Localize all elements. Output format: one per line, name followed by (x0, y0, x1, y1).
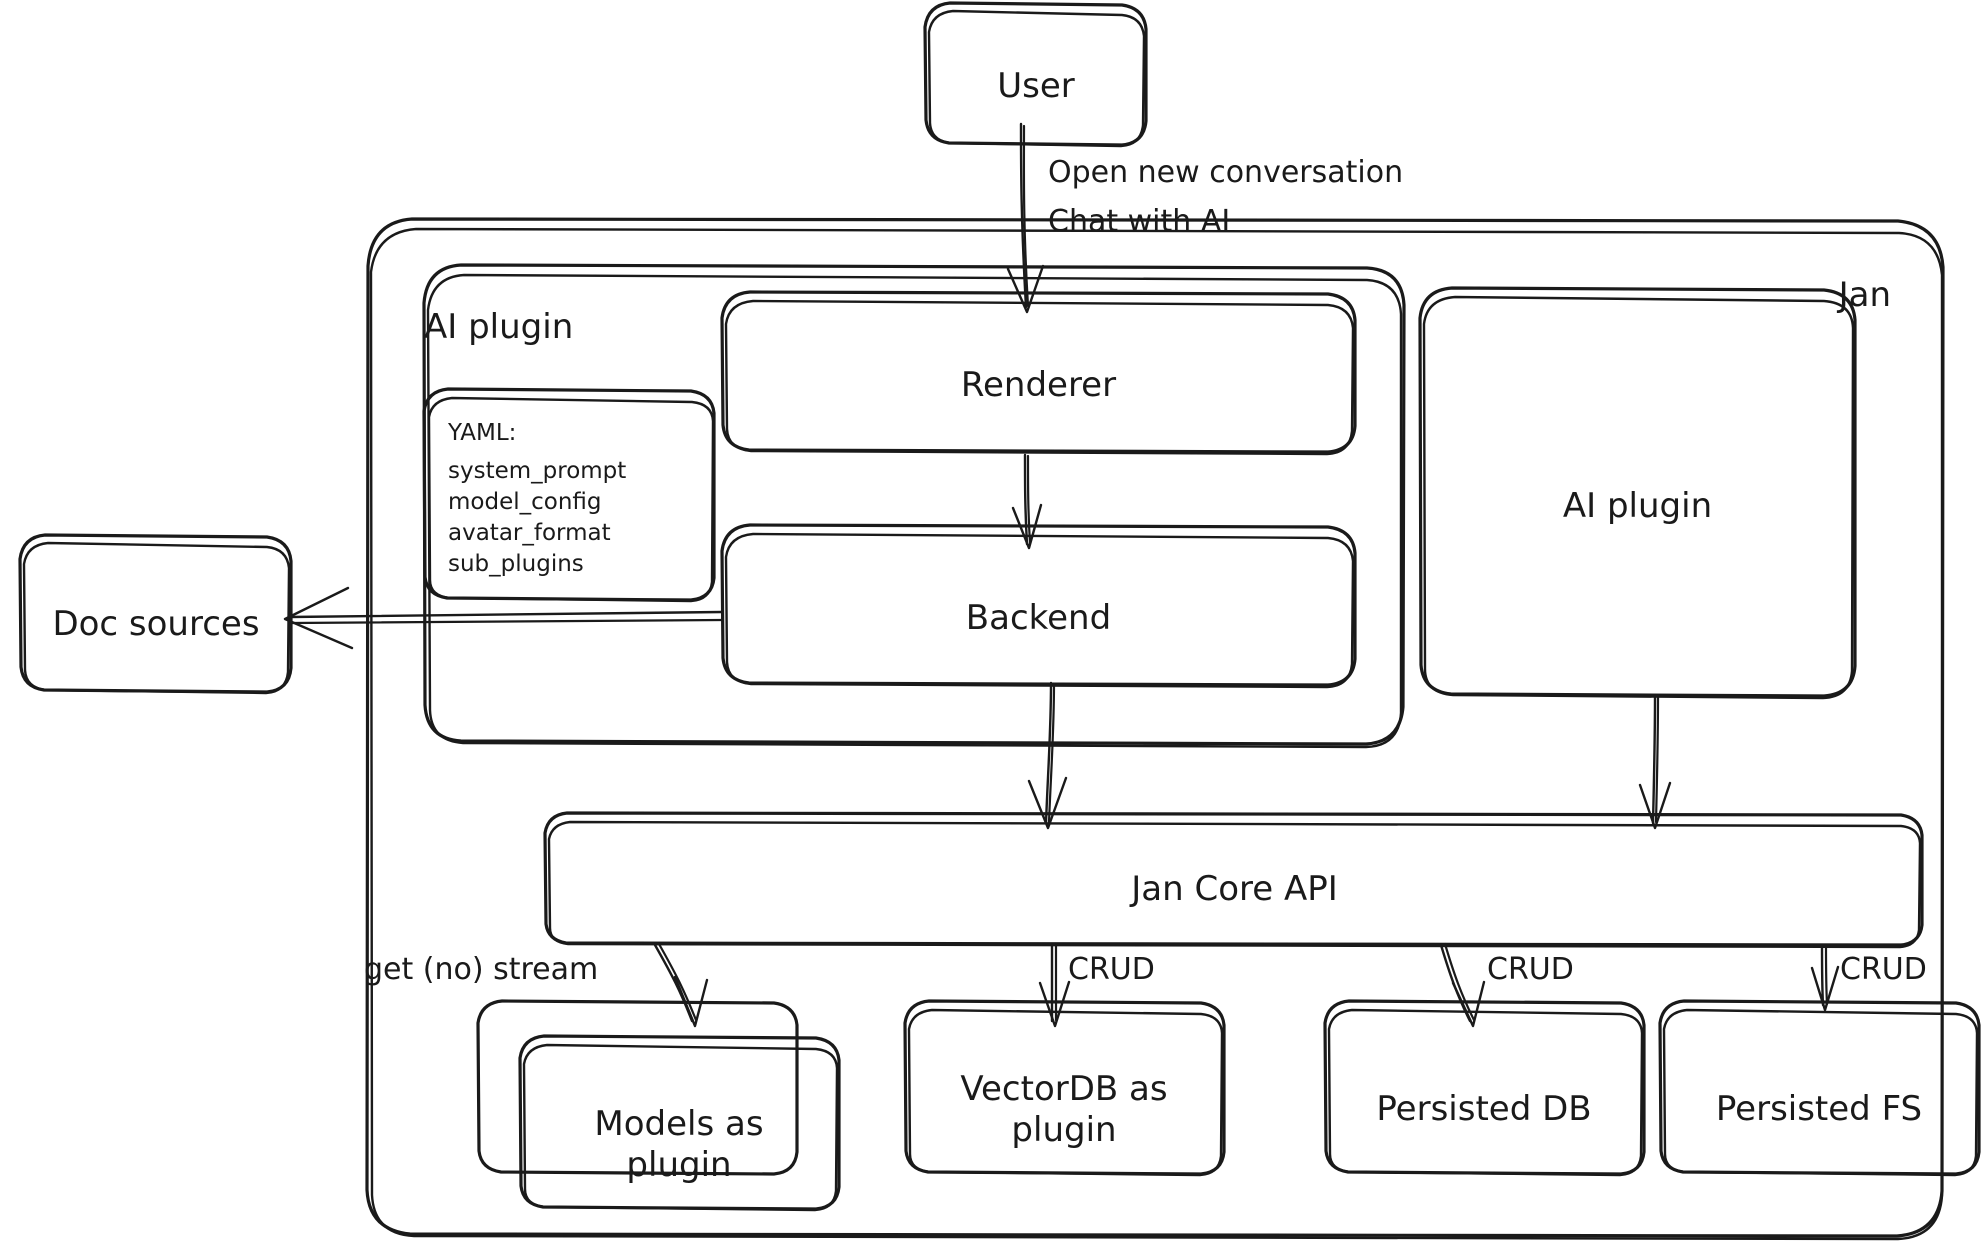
edge-label-crud-vectordb: CRUD (1068, 952, 1155, 987)
edge-ai-plugin-to-core-api (1638, 693, 1672, 830)
node-models-as-plugin-label: Models as plugin (594, 1104, 764, 1185)
node-models-outer-border (476, 999, 799, 1176)
edge-core-api-to-vectordb (1038, 943, 1071, 1028)
node-persisted-db-border (1323, 999, 1646, 1177)
group-jan-label: Jan (1838, 275, 1891, 315)
node-user-label: User (997, 65, 1075, 106)
edge-backend-to-doc-sources (283, 586, 724, 650)
node-backend-label: Backend (965, 597, 1112, 638)
edge-user-to-renderer (1006, 122, 1045, 314)
edge-label-open-new-conversation: Open new conversation (1048, 155, 1404, 190)
edge-label-crud-persisted-db: CRUD (1487, 952, 1574, 987)
note-yaml-key-model-config: model_config (448, 489, 602, 515)
note-yaml-border (422, 387, 716, 603)
note-yaml-key-sub-plugins: sub_plugins (448, 551, 584, 577)
node-persisted-fs-label: Persisted FS (1715, 1089, 1923, 1130)
group-ai-plugin-border (422, 263, 1406, 749)
node-doc-sources-label: Doc sources (52, 604, 260, 645)
edge-core-api-to-persisted-db (1439, 942, 1486, 1028)
node-vectordb-as-plugin-label: VectorDB as plugin (960, 1069, 1168, 1150)
edge-label-crud-persisted-fs: CRUD (1840, 952, 1927, 987)
node-ai-plugin-border (1418, 286, 1857, 700)
group-jan-border (365, 217, 1945, 1241)
edge-core-api-to-models (653, 942, 709, 1028)
node-vectordb-as-plugin-border (903, 999, 1226, 1177)
edge-label-chat-with-ai: Chat with AI (1048, 204, 1231, 239)
note-yaml-key-avatar-format: avatar_format (448, 520, 611, 546)
node-persisted-db-label: Persisted DB (1376, 1089, 1592, 1130)
edge-core-api-to-persisted-fs (1810, 943, 1840, 1012)
edge-backend-to-core-api (1027, 681, 1068, 830)
note-yaml-title: YAML: (448, 420, 517, 446)
edge-renderer-to-backend (1011, 453, 1043, 550)
node-ai-plugin-label: AI plugin (1562, 485, 1713, 526)
node-renderer-border (720, 290, 1357, 456)
edge-label-get-no-stream: get (no) stream (364, 952, 599, 987)
node-backend-border (720, 523, 1357, 689)
note-yaml-key-system-prompt: system_prompt (448, 458, 627, 484)
node-jan-core-api-label: Jan Core API (1131, 868, 1338, 909)
node-renderer-label: Renderer (960, 364, 1117, 405)
node-user-border (923, 1, 1148, 148)
group-ai-plugin-label: AI plugin (424, 307, 574, 347)
node-doc-sources-border (18, 533, 293, 695)
node-persisted-fs-border (1658, 999, 1981, 1177)
node-models-as-plugin-border (518, 1034, 841, 1212)
node-jan-core-api-border (543, 811, 1924, 949)
